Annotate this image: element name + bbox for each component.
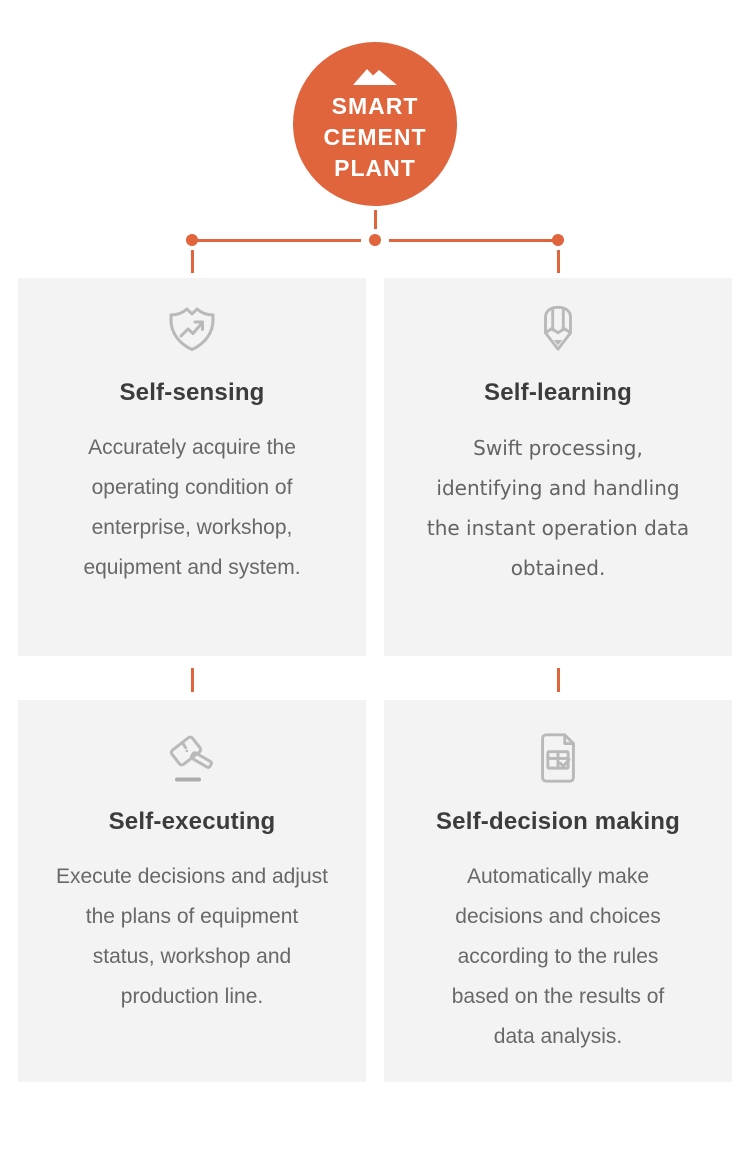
card-body: Accurately acquire the operating conditi…	[83, 436, 301, 579]
connector-left-mid	[190, 668, 194, 692]
shield-trend-icon	[18, 305, 366, 353]
connector-horizontal-right	[389, 238, 558, 242]
card-self-executing: Self-executing Execute decisions and adj…	[18, 700, 366, 1082]
hub-title-line: PLANT	[334, 155, 416, 181]
mountain-icon	[351, 63, 399, 91]
card-body: Execute decisions and adjust the plans o…	[55, 865, 328, 1008]
card-title: Self-learning	[484, 379, 632, 406]
connector-hub-stub	[373, 210, 377, 229]
card-self-sensing: Self-sensing Accurately acquire the oper…	[18, 278, 366, 656]
document-check-icon	[384, 732, 732, 784]
card-body: Swift processing, identifying and handli…	[426, 436, 690, 580]
card-body: Automatically make decisions and choices…	[451, 865, 665, 1048]
hub-title-line: SMART	[331, 93, 419, 119]
hub-circle: SMART CEMENT PLANT	[293, 42, 457, 206]
card-self-learning: Self-learning Swift processing, identify…	[384, 278, 732, 656]
connector-dot-center	[369, 234, 381, 246]
connector-left-drop	[190, 250, 194, 273]
card-title: Self-sensing	[119, 379, 265, 406]
card-self-decision-making: Self-decision making Automatically make …	[384, 700, 732, 1082]
pencil-icon	[384, 305, 732, 353]
connector-right-mid	[556, 668, 560, 692]
connector-dot-left	[186, 234, 198, 246]
connector-right-drop	[556, 250, 560, 273]
connector-dot-right	[552, 234, 564, 246]
card-title: Self-executing	[108, 808, 276, 835]
card-title: Self-decision making	[435, 808, 681, 835]
connector-horizontal-left	[192, 238, 361, 242]
gavel-icon	[18, 732, 366, 784]
hub-title-line: CEMENT	[323, 124, 427, 150]
